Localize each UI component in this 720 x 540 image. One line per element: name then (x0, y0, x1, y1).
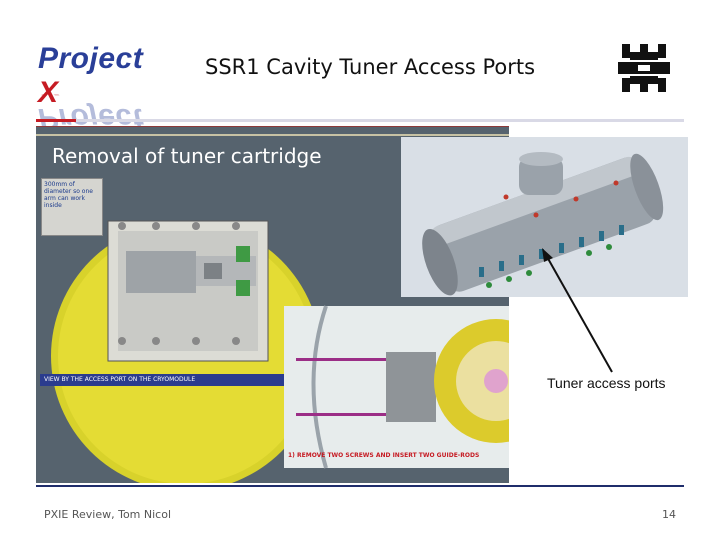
embedded-caption-view: VIEW BY THE ACCESS PORT ON THE CRYOMODUL… (40, 374, 284, 386)
logo-letter: X (38, 76, 59, 109)
project-x-logo-text: Project X (38, 42, 166, 110)
project-x-logo: Project X Project X (38, 42, 166, 94)
logo-word: Project (38, 42, 144, 75)
page-number: 14 (662, 508, 676, 521)
embedded-heading: Removal of tuner cartridge (52, 144, 322, 168)
embedded-note: 300mm of diameter so one arm can work in… (41, 178, 103, 236)
callout-label: Tuner access ports (547, 375, 666, 391)
tuner-cartridge-image: Removal of tuner cartridge 300mm of diam… (36, 126, 509, 483)
slide-title: SSR1 Cavity Tuner Access Ports (205, 55, 536, 79)
embedded-caption-step: 1) REMOVE TWO SCREWS AND INSERT TWO GUID… (288, 452, 480, 459)
header-divider (36, 119, 684, 122)
cryomodule-image (401, 137, 688, 297)
footer-divider (36, 485, 684, 487)
fermilab-logo-icon (618, 44, 670, 92)
footer-presenter: PXIE Review, Tom Nicol (44, 508, 172, 521)
